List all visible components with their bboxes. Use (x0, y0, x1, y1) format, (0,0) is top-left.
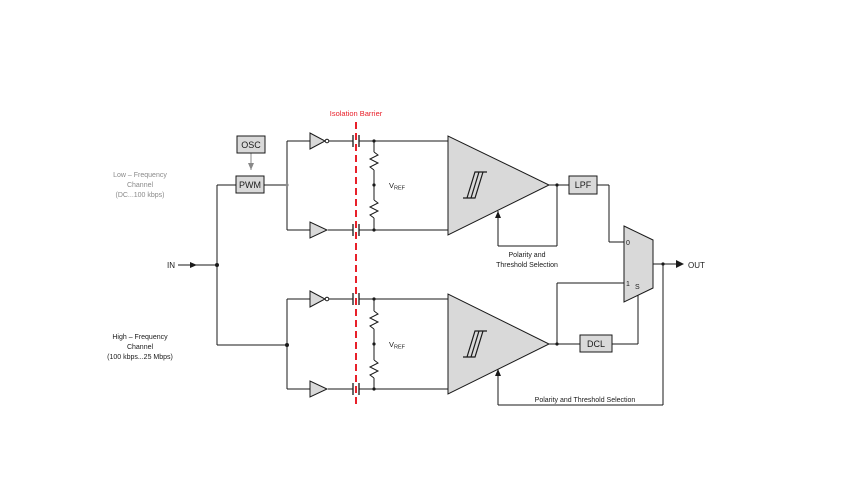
low-frequency-channel-label: Low – Frequency Channel (DC...100 kbps) (113, 172, 167, 199)
osc-block: OSC (236, 135, 266, 154)
pwm-label: PWM (239, 180, 261, 190)
comparator-top (447, 135, 551, 236)
dcl-block: DCL (579, 334, 613, 353)
high-frequency-channel-label: High – Frequency Channel (100 kbps...25 … (107, 334, 173, 361)
output-arrow (676, 260, 684, 268)
dcl-label: DCL (587, 339, 605, 349)
svg-text:(DC...100 kbps): (DC...100 kbps) (115, 192, 164, 199)
svg-text:High – Frequency: High – Frequency (112, 334, 168, 341)
buffers (309, 132, 330, 398)
svg-text:(100 kbps...25 Mbps): (100 kbps...25 Mbps) (107, 354, 173, 361)
polarity-threshold-top-label: Polarity and Threshold Selection (496, 252, 558, 269)
vref-bottom-label: VREF (389, 340, 406, 351)
output-label: OUT (688, 261, 705, 270)
polarity-threshold-bottom-label: Polarity and Threshold Selection (535, 397, 636, 404)
svg-text:Channel: Channel (127, 344, 154, 351)
pwm-block: PWM (235, 175, 265, 194)
lpf-block: LPF (568, 175, 598, 195)
mux-input-1-label: 1 (626, 281, 630, 288)
svg-text:Threshold Selection: Threshold Selection (496, 262, 558, 269)
buffer-top (309, 221, 329, 239)
multiplexer: 0 1 S (623, 225, 654, 303)
osc-label: OSC (241, 140, 261, 150)
buffer-top-inv (309, 132, 327, 150)
comparator-bottom (447, 293, 551, 395)
input-label: IN (167, 261, 175, 270)
junction-dots (215, 139, 665, 391)
isolation-capacitors (352, 135, 360, 395)
buffer-bottom-inv (309, 290, 327, 308)
lpf-label: LPF (575, 180, 592, 190)
mux-select-label: S (635, 284, 640, 291)
svg-text:Low – Frequency: Low – Frequency (113, 172, 167, 179)
mux-input-0-label: 0 (626, 240, 630, 247)
vref-top-label: VREF (389, 181, 406, 192)
hysteresis-icon (463, 330, 487, 358)
buffer-bottom (309, 380, 329, 398)
hysteresis-icon (463, 171, 487, 199)
isolation-barrier-label: Isolation Barrier (330, 109, 383, 118)
svg-text:Channel: Channel (127, 182, 154, 189)
svg-text:Polarity and: Polarity and (509, 252, 546, 259)
